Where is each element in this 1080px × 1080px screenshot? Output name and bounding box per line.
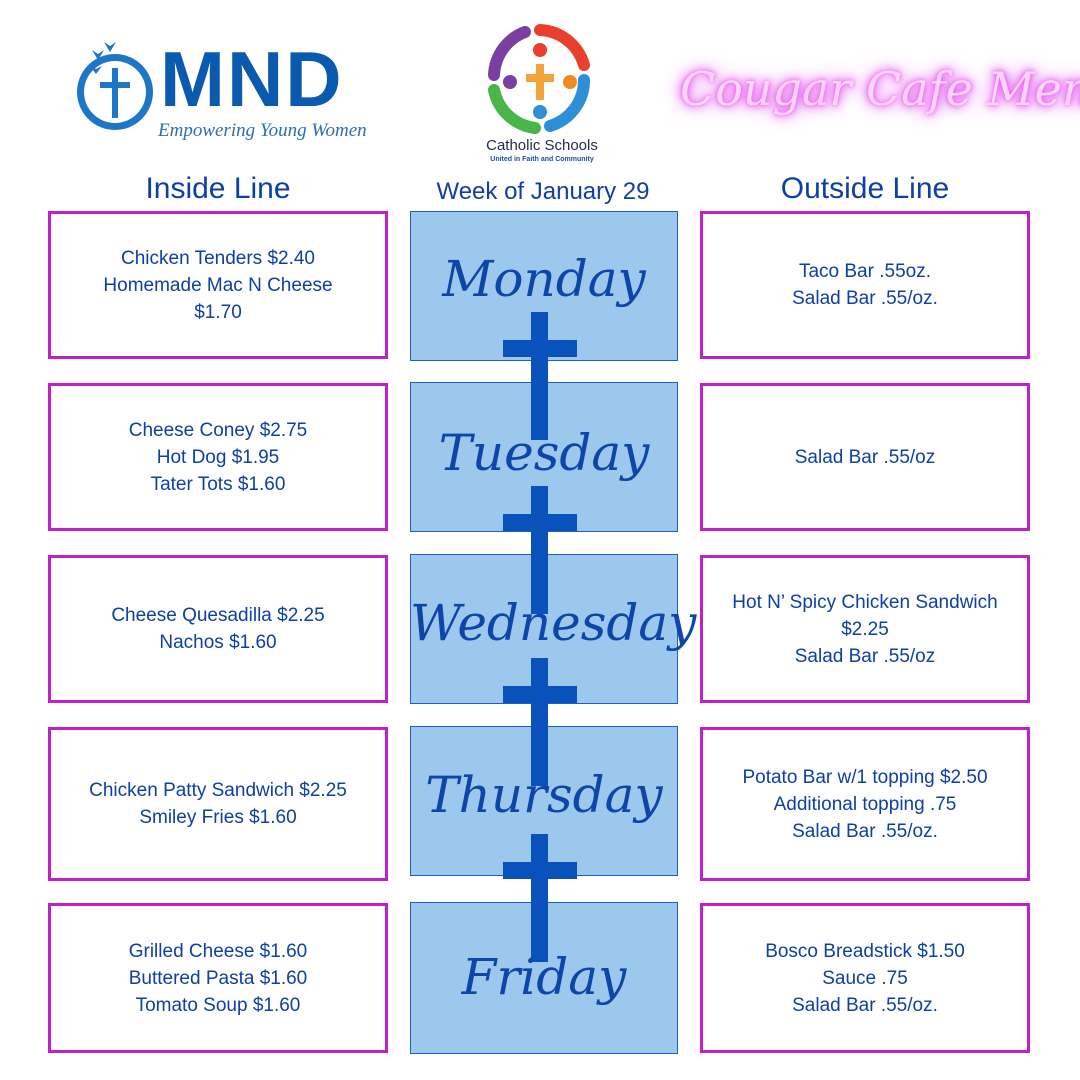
brand-name: MND xyxy=(160,35,344,123)
menu-line: Smiley Fries $1.60 xyxy=(139,807,297,828)
friday-outside-box: Bosco Breadstick $1.50 Sauce .75 Salad B… xyxy=(700,903,1030,1053)
tuesday-outside-box: Salad Bar .55/oz xyxy=(700,383,1030,531)
tuesday-label: Tuesday xyxy=(438,424,650,482)
friday-label: Friday xyxy=(461,948,627,1006)
outside-line-heading: Outside Line xyxy=(780,172,950,205)
menu-line: Sauce .75 xyxy=(822,967,908,989)
friday-day-box xyxy=(410,902,678,1054)
cross-bar xyxy=(503,862,577,879)
partner-subtitle: United in Faith and Community xyxy=(490,156,594,163)
menu-line: Chicken Tenders $2.40 xyxy=(121,247,315,269)
mnd-emblem-icon xyxy=(77,42,153,130)
menu-line: Additional topping .75 xyxy=(773,793,957,815)
menu-line: Bosco Breadstick $1.50 xyxy=(765,940,965,962)
inside-line-heading: Inside Line xyxy=(145,172,291,205)
brand-tagline: Empowering Young Women xyxy=(158,120,367,141)
menu-line: Homemade Mac N Cheese xyxy=(103,274,333,296)
menu-line: $2.25 xyxy=(841,618,889,640)
wednesday-outside-box: Hot N’ Spicy Chicken Sandwich $2.25 Sala… xyxy=(700,555,1030,703)
wednesday-label: Wednesday xyxy=(410,594,697,652)
menu-line: Hot N’ Spicy Chicken Sandwich xyxy=(732,591,998,613)
menu-line: Chicken Patty Sandwich $2.25 xyxy=(89,780,347,801)
menu-line: Hot Dog $1.95 xyxy=(156,446,280,468)
partner-title: Catholic Schools xyxy=(486,137,598,154)
thursday-label: Thursday xyxy=(425,766,663,824)
cross-bar xyxy=(503,514,577,531)
menu-line: Nachos $1.60 xyxy=(159,632,277,653)
menu-line: Potato Bar w/1 topping $2.50 xyxy=(742,766,988,788)
menu-line: $1.70 xyxy=(194,301,242,323)
thursday-outside-box: Potato Bar w/1 topping $2.50 Additional … xyxy=(700,727,1030,881)
menu-line: Salad Bar .55/oz. xyxy=(792,820,938,842)
menu-line: Salad Bar .55/oz xyxy=(794,645,936,667)
tuesday-inside-box: Cheese Coney $2.75 Hot Dog $1.95 Tater T… xyxy=(48,383,388,531)
menu-line: Tater Tots $1.60 xyxy=(150,473,286,495)
cross-bar xyxy=(503,340,577,357)
friday-inside-box: Grilled Cheese $1.60 Buttered Pasta $1.6… xyxy=(48,903,388,1053)
menu-line: Grilled Cheese $1.60 xyxy=(128,940,308,962)
menu-line: Tomato Soup $1.60 xyxy=(135,994,301,1016)
monday-inside-box: Chicken Tenders $2.40 Homemade Mac N Che… xyxy=(48,211,388,359)
menu-line: Cheese Quesadilla $2.25 xyxy=(111,605,325,626)
catholic-schools-logo-icon xyxy=(488,24,591,134)
cross-icon xyxy=(531,834,548,962)
menu-title: Cougar Cafe Menu xyxy=(680,62,1080,116)
menu-line: Cheese Coney $2.75 xyxy=(128,419,308,441)
menu-line: Salad Bar .55/oz. xyxy=(792,994,938,1016)
menu-line: Salad Bar .55/oz. xyxy=(792,288,938,309)
menu-line: Taco Bar .55oz. xyxy=(798,261,931,282)
monday-outside-box: Taco Bar .55oz. Salad Bar .55/oz. xyxy=(700,211,1030,359)
cross-bar xyxy=(503,686,577,703)
wednesday-inside-box: Cheese Quesadilla $2.25 Nachos $1.60 xyxy=(48,555,388,703)
menu-line: Salad Bar .55/oz xyxy=(794,446,936,468)
week-label: Week of January 29 xyxy=(436,178,650,205)
cross-icon xyxy=(531,312,548,440)
thursday-inside-box: Chicken Patty Sandwich $2.25 Smiley Frie… xyxy=(48,727,388,881)
menu-line: Buttered Pasta $1.60 xyxy=(128,967,308,989)
monday-label: Monday xyxy=(442,250,646,308)
